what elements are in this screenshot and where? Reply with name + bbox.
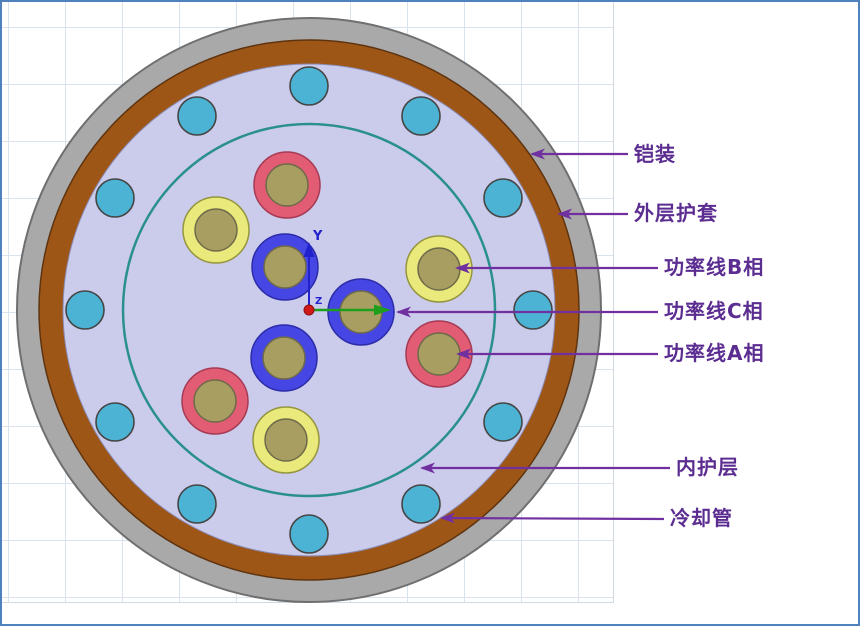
cooling-tube xyxy=(177,484,217,524)
annotation-inner-sheath: 内护层 xyxy=(676,455,739,479)
cooling-tube xyxy=(401,484,441,524)
cooling-tube xyxy=(95,402,135,442)
annotation-phase-a: 功率线A相 xyxy=(664,341,765,365)
cable-body: Y Z xyxy=(16,17,602,603)
phase-a-conductor xyxy=(181,367,249,435)
cooling-tube xyxy=(65,290,105,330)
y-axis-label: Y xyxy=(312,229,323,244)
conductor-core xyxy=(264,418,308,462)
conductor-core xyxy=(263,245,307,289)
cooling-tubes xyxy=(65,66,553,554)
z-axis-label: Z xyxy=(315,296,322,307)
annotation-arrow-cooling-tube xyxy=(440,512,665,524)
phase-b-conductor xyxy=(182,196,250,264)
cooling-tube xyxy=(483,402,523,442)
conductor-core xyxy=(193,379,237,423)
conductor-core xyxy=(417,247,461,291)
annotation-arrows xyxy=(396,148,670,524)
conductor-core xyxy=(262,336,306,380)
annotation-outer-sheath: 外层护套 xyxy=(634,201,718,225)
y-axis-arrowhead xyxy=(303,242,315,257)
annotation-armor: 铠装 xyxy=(634,142,676,166)
phase-b-conductor xyxy=(252,406,320,474)
phase-a-conductor xyxy=(253,151,321,219)
cooling-tube xyxy=(483,178,523,218)
cooling-tube xyxy=(177,96,217,136)
conductor-core xyxy=(417,332,461,376)
inner-sheath-circle xyxy=(121,122,497,498)
phase-c-conductor xyxy=(251,233,319,301)
coordinate-axes: Y Z xyxy=(303,229,391,316)
x-axis-arrowhead xyxy=(374,304,391,316)
conductor-core xyxy=(194,208,238,252)
phase-a-conductor xyxy=(405,320,473,388)
conductor-core xyxy=(265,163,309,207)
phase-c-conductor xyxy=(250,324,318,392)
phase-b-conductor xyxy=(405,235,473,303)
cooling-tube xyxy=(401,96,441,136)
annotation-phase-b: 功率线B相 xyxy=(664,255,765,279)
phase-c-conductor xyxy=(327,278,395,346)
annotation-cooling-tube: 冷却管 xyxy=(670,506,733,530)
cooling-tube xyxy=(513,290,553,330)
origin-point xyxy=(303,304,315,316)
cooling-tube xyxy=(289,66,329,106)
annotation-phase-c: 功率线C相 xyxy=(664,299,764,323)
cooling-tube xyxy=(95,178,135,218)
cooling-tube xyxy=(289,514,329,554)
